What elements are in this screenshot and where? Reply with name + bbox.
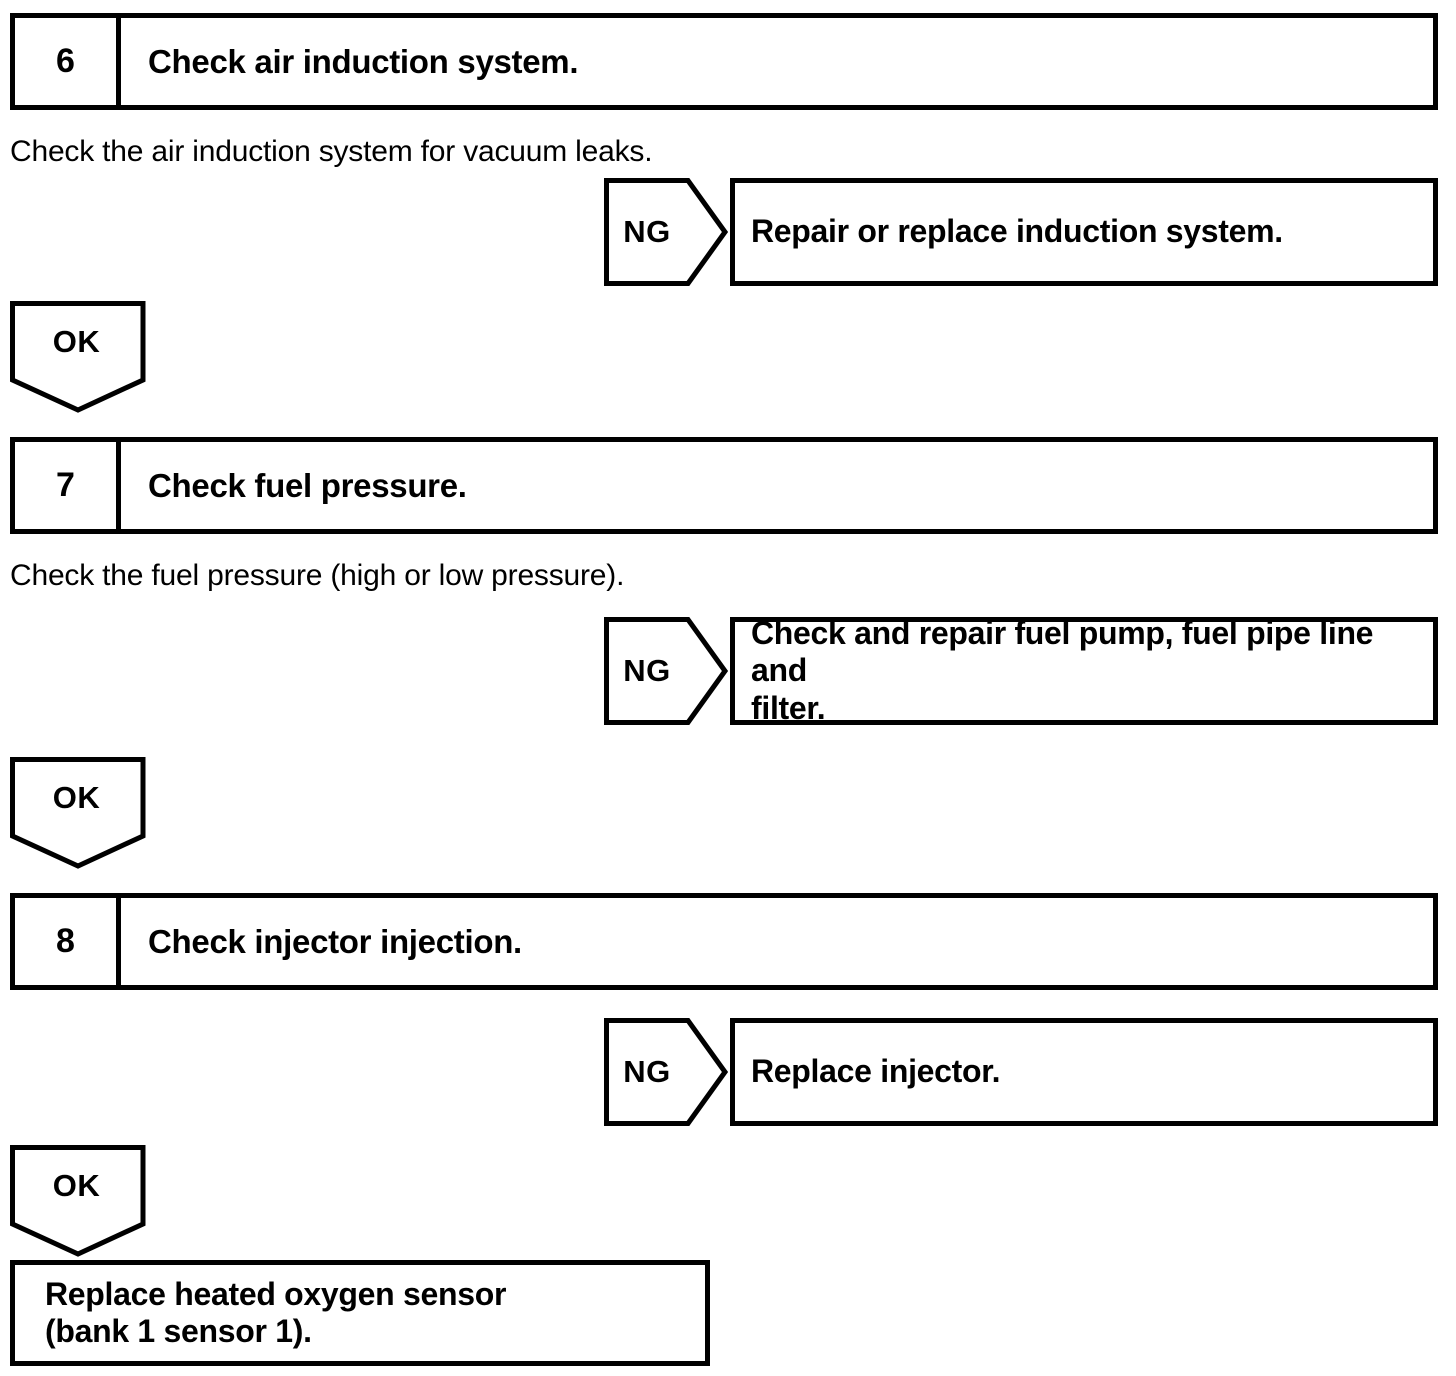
step-number-7: 7 xyxy=(15,442,121,529)
ok-label-7: OK xyxy=(52,780,101,815)
step-box-6: 6 Check air induction system. xyxy=(10,13,1438,110)
ok-arrow-8: OK xyxy=(10,1145,146,1257)
ng-pentagon-icon-7 xyxy=(604,617,728,725)
ng-action-box-7: Check and repair fuel pump, fuel pipe li… xyxy=(730,615,1438,726)
ng-action-line2-7: filter. xyxy=(751,689,826,726)
ng-action-box-6: Repair or replace induction system. xyxy=(730,178,1438,286)
ng-label-8: NG xyxy=(623,1054,671,1089)
ok-arrow-7: OK xyxy=(10,757,146,869)
ng-row-8: NG Replace injector. xyxy=(604,1018,1438,1126)
step-title-8: Check injector injection. xyxy=(148,922,522,960)
step-title-7: Check fuel pressure. xyxy=(148,466,467,504)
ok-label-8: OK xyxy=(52,1168,101,1203)
ng-label-7: NG xyxy=(623,653,671,688)
step-box-7: 7 Check fuel pressure. xyxy=(10,437,1438,534)
ng-action-text-6: Repair or replace induction system. xyxy=(751,213,1283,250)
ok-label-6: OK xyxy=(52,324,101,359)
step-box-8: 8 Check injector injection. xyxy=(10,893,1438,990)
ok-arrow-6: OK xyxy=(10,301,146,413)
step-body-7: Check the fuel pressure (high or low pre… xyxy=(10,559,625,592)
ng-pentagon-icon-8 xyxy=(604,1018,728,1126)
step-body-6: Check the air induction system for vacuu… xyxy=(10,135,653,168)
ng-row-6: NG Repair or replace induction system. xyxy=(604,178,1438,286)
ng-label-6: NG xyxy=(623,214,671,249)
ng-pentagon-icon-6 xyxy=(604,178,728,286)
final-result-line2: (bank 1 sensor 1). xyxy=(45,1313,312,1349)
ng-action-box-8: Replace injector. xyxy=(730,1018,1438,1126)
step-number-6: 6 xyxy=(15,18,121,105)
ng-row-7: NG Check and repair fuel pump, fuel pipe… xyxy=(604,615,1438,726)
step-title-6: Check air induction system. xyxy=(148,42,579,80)
step-number-8: 8 xyxy=(15,898,121,985)
final-result-text: Replace heated oxygen sensor (bank 1 sen… xyxy=(15,1276,506,1350)
ng-action-line1-7: Check and repair fuel pump, fuel pipe li… xyxy=(751,615,1374,689)
ng-action-text-7: Check and repair fuel pump, fuel pipe li… xyxy=(735,615,1433,726)
final-result-box: Replace heated oxygen sensor (bank 1 sen… xyxy=(10,1260,710,1366)
final-result-line1: Replace heated oxygen sensor xyxy=(45,1275,507,1312)
ng-action-text-8: Replace injector. xyxy=(751,1053,1001,1090)
